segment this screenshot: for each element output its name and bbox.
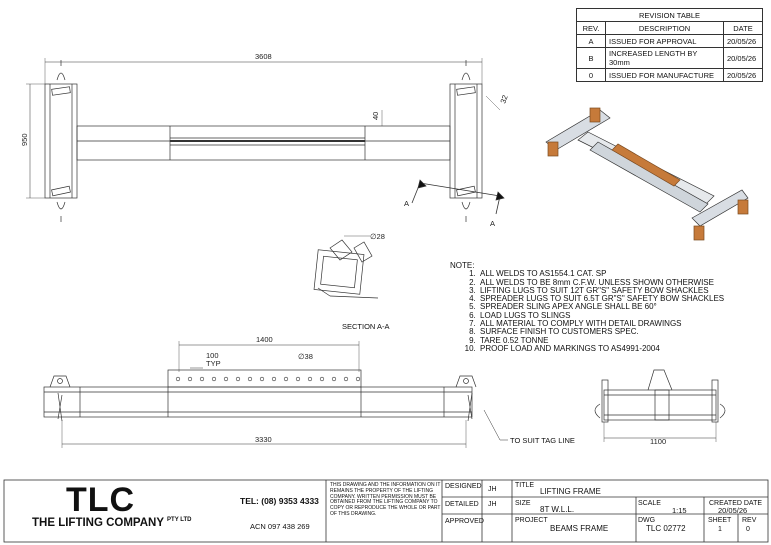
- company-suffix: PTY LTD: [167, 517, 192, 523]
- dim-dia-38: ∅38: [298, 352, 313, 361]
- section-label: SECTION A-A: [342, 322, 390, 331]
- revision-row: 0 ISSUED FOR MANUFACTURE 20/05/26: [576, 68, 763, 82]
- note-item: SPREADER SLING APEX ANGLE SHALL BE 60°: [478, 303, 750, 312]
- lug-hole: [235, 376, 241, 382]
- lug-hole: [271, 376, 277, 382]
- dim-dia-28: ∅28: [370, 232, 385, 241]
- note-item: ALL WELDS TO BE 8mm C.F.W. UNLESS SHOWN …: [478, 278, 750, 287]
- project-label: PROJECT: [515, 517, 548, 524]
- sheet-value: 1: [718, 526, 722, 533]
- lug-hole: [211, 376, 217, 382]
- isometric-view: [545, 107, 749, 241]
- note-item: PROOF LOAD AND MARKINGS TO AS4991-2004: [478, 344, 750, 353]
- lug-hole: [199, 376, 205, 382]
- revision-row: B INCREASED LENGTH BY 30mm 20/05/26: [576, 47, 763, 69]
- dim-3330: 3330: [255, 435, 272, 444]
- section-marker-left: A: [404, 199, 409, 208]
- dim-32: 32: [498, 94, 509, 105]
- project-value: BEAMS FRAME: [550, 524, 609, 533]
- lug-hole: [283, 376, 289, 382]
- dwg-label: DWG: [638, 517, 656, 524]
- title-label: TITLE: [515, 482, 535, 489]
- company-logo: TLC: [66, 481, 136, 519]
- note-item: LOAD LUGS TO SLINGS: [478, 311, 750, 320]
- note-item: ALL MATERIAL TO COMPLY WITH DETAIL DRAWI…: [478, 319, 750, 328]
- dim-1400: 1400: [256, 335, 273, 344]
- tag-line-label: TO SUIT TAG LINE: [510, 436, 575, 445]
- designed-label: DESIGNED: [445, 483, 482, 490]
- notes-block: NOTE: ALL WELDS TO AS1554.1 CAT. SP ALL …: [450, 261, 750, 353]
- dim-100: 100: [206, 351, 219, 360]
- designed-value: JH: [488, 486, 497, 493]
- size-label: SIZE: [515, 500, 531, 507]
- dim-950: 950: [20, 133, 29, 146]
- dim-1100: 1100: [650, 437, 666, 446]
- plan-view: [26, 58, 501, 222]
- section-a-a: [313, 235, 379, 299]
- lug-hole: [307, 376, 313, 382]
- company-acn: ACN 097 438 269: [250, 522, 310, 531]
- side-holes: [175, 376, 361, 382]
- lug-hole: [175, 376, 181, 382]
- rev-label: REV: [742, 517, 757, 524]
- lug-hole: [343, 376, 349, 382]
- note-item: SPREADER LUGS TO SUIT 6.5T GR"S" SAFETY …: [478, 294, 750, 303]
- copyright-disclaimer: THIS DRAWING AND THE INFORMATION ON IT R…: [330, 482, 441, 517]
- dim-typ: TYP: [206, 359, 221, 368]
- dwg-value: TLC 02772: [646, 524, 686, 533]
- lug-hole: [319, 376, 325, 382]
- section-marker-right: A: [490, 219, 495, 228]
- created-date-value: 20/05/26: [718, 506, 748, 515]
- approved-label: APPROVED: [445, 518, 484, 525]
- side-elevation: [43, 341, 508, 448]
- size-value: 8T W.L.L.: [540, 505, 575, 514]
- lug-hole: [247, 376, 253, 382]
- detailed-label: DETAILED: [445, 501, 479, 508]
- dim-3608: 3608: [255, 52, 272, 61]
- detailed-value: JH: [488, 501, 497, 508]
- lug-hole: [295, 376, 301, 382]
- dim-40: 40: [371, 112, 380, 120]
- company-name: THE LIFTING COMPANY PTY LTD: [32, 517, 192, 529]
- created-date-label: CREATED DATE: [709, 500, 763, 507]
- title-value: LIFTING FRAME: [540, 487, 601, 496]
- notes-list: ALL WELDS TO AS1554.1 CAT. SP ALL WELDS …: [450, 269, 750, 353]
- scale-value: 1:15: [672, 506, 687, 515]
- end-view: [594, 369, 726, 442]
- lug-hole: [223, 376, 229, 382]
- sheet-label: SHEET: [708, 517, 732, 524]
- note-item: SURFACE FINISH TO CUSTOMERS SPEC.: [478, 328, 750, 337]
- note-item: LIFTING LUGS TO SUIT 12T GR"S" SAFETY BO…: [478, 286, 750, 295]
- lug-hole: [259, 376, 265, 382]
- note-item: ALL WELDS TO AS1554.1 CAT. SP: [478, 269, 750, 278]
- scale-label: SCALE: [638, 500, 661, 507]
- lug-hole: [187, 376, 193, 382]
- revision-table: REVISION TABLE REV. DESCRIPTION DATE A I…: [576, 8, 763, 82]
- note-item: TARE 0.52 TONNE: [478, 336, 750, 345]
- lug-hole: [355, 376, 361, 382]
- company-phone: TEL: (08) 9353 4333: [240, 496, 319, 506]
- lug-hole: [331, 376, 337, 382]
- notes-title: NOTE:: [450, 261, 475, 270]
- rev-value: 0: [746, 526, 750, 533]
